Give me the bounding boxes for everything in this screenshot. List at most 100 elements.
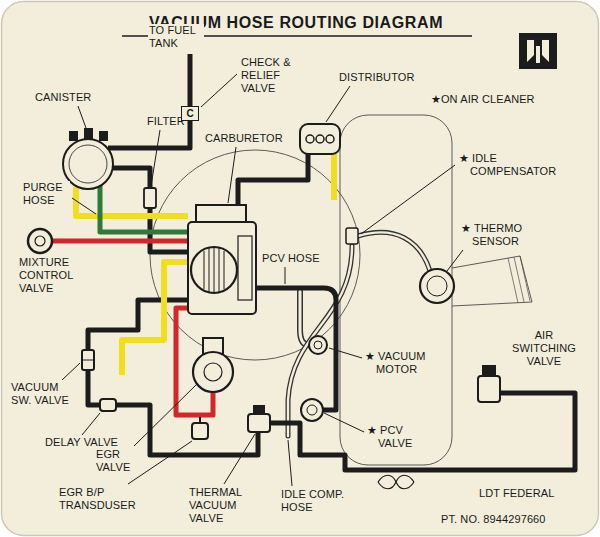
engine-component bbox=[28, 124, 500, 439]
black-vacuum-hose bbox=[88, 54, 575, 470]
black-vacuum-hose bbox=[256, 288, 336, 410]
engine-component bbox=[316, 135, 324, 143]
engine-component bbox=[100, 132, 107, 140]
maker-logo bbox=[519, 33, 557, 69]
engine-outline bbox=[340, 115, 452, 465]
part-label: EGR VALVE bbox=[95, 448, 139, 474]
engine-component bbox=[82, 360, 94, 361]
part-label: PCV HOSE bbox=[261, 252, 321, 265]
engine-outline bbox=[150, 150, 360, 360]
leader-line bbox=[201, 74, 237, 107]
engine-component bbox=[35, 236, 45, 246]
engine-component bbox=[144, 188, 156, 208]
engine-component bbox=[254, 406, 264, 414]
leader-line bbox=[82, 413, 100, 435]
green-vacuum-hose bbox=[100, 186, 188, 232]
leader-line bbox=[72, 198, 96, 214]
maker-logo bbox=[527, 40, 549, 62]
part-label: DISTRIBUTOR bbox=[338, 71, 415, 84]
engine-component bbox=[326, 135, 334, 143]
thin-hose bbox=[288, 246, 352, 436]
engine-component bbox=[70, 132, 77, 140]
engine-component bbox=[248, 414, 270, 432]
valve-letter: C bbox=[186, 109, 193, 119]
engine-component bbox=[191, 247, 237, 293]
leader-line bbox=[324, 413, 364, 432]
engine-component bbox=[427, 276, 447, 296]
yellow-vacuum-hose bbox=[76, 153, 334, 375]
part-label: ★ON AIR CLEANER bbox=[430, 93, 536, 106]
engine-component bbox=[63, 139, 113, 189]
red-vacuum-hose bbox=[52, 239, 188, 244]
part-label: ★ IDLE COMPENSATOR bbox=[458, 152, 558, 178]
engine-component bbox=[192, 423, 208, 439]
part-label: CARBURETOR bbox=[204, 132, 284, 145]
part-label: LDT FEDERAL bbox=[478, 487, 555, 500]
part-label: ★ PCV VALVE bbox=[366, 424, 430, 450]
part-label: FILTER bbox=[146, 115, 186, 128]
green-vacuum-hose bbox=[100, 186, 188, 232]
part-label: CANISTER bbox=[34, 91, 92, 104]
leader-line bbox=[134, 384, 197, 446]
fan-symbol bbox=[378, 475, 414, 489]
engine-component bbox=[82, 350, 94, 370]
part-label: EGR B/P TRANSDUSER bbox=[58, 486, 142, 512]
part-label: AIR SWITCHING VALVE bbox=[506, 329, 582, 369]
part-label: PURGE HOSE bbox=[22, 181, 70, 207]
black-vacuum-hose bbox=[108, 54, 190, 148]
engine-component bbox=[69, 145, 107, 183]
part-label: MIXTURE CONTROL VALVE bbox=[18, 256, 82, 296]
engine-component bbox=[196, 205, 246, 223]
thin-hose bbox=[358, 232, 430, 271]
thin-hose bbox=[358, 232, 430, 271]
leader-line bbox=[78, 106, 86, 128]
engine-component bbox=[204, 363, 222, 381]
engine-component bbox=[100, 399, 116, 411]
black-vacuum-hose bbox=[270, 393, 575, 470]
black-vacuum-hose bbox=[88, 370, 100, 405]
engine-component bbox=[300, 124, 340, 154]
engine-component bbox=[346, 228, 358, 244]
leader-line bbox=[361, 165, 455, 234]
leader-line bbox=[228, 147, 236, 203]
engine-component bbox=[483, 366, 495, 376]
engine-component bbox=[28, 229, 52, 253]
engine-component bbox=[188, 222, 256, 314]
engine-component bbox=[420, 269, 454, 303]
engine-component bbox=[85, 129, 92, 138]
leader-line bbox=[326, 86, 350, 122]
leader-line bbox=[151, 130, 160, 186]
engine-component bbox=[193, 352, 233, 392]
leader-line bbox=[288, 440, 292, 486]
maker-logo bbox=[519, 33, 557, 69]
engine-component bbox=[301, 399, 323, 421]
part-label: ★ VACUUM MOTOR bbox=[364, 350, 448, 376]
engine-component bbox=[204, 247, 224, 293]
leader-line bbox=[224, 434, 255, 484]
fan-symbol bbox=[378, 475, 414, 489]
part-label: ★ THERMO SENSOR bbox=[460, 222, 542, 248]
engine-component bbox=[306, 135, 314, 143]
engine-outline bbox=[452, 256, 532, 306]
thin-hose bbox=[288, 246, 352, 436]
part-label: TO FUEL TANK bbox=[148, 24, 204, 50]
thin-hose bbox=[300, 291, 309, 345]
part-label: THERMAL VACUUM VALVE bbox=[188, 486, 252, 526]
engine-component bbox=[478, 376, 500, 402]
yellow-vacuum-hose bbox=[331, 153, 337, 200]
leader-line bbox=[62, 74, 463, 486]
engine-component bbox=[307, 405, 317, 415]
fan-symbol bbox=[378, 475, 414, 489]
black-vacuum-hose bbox=[238, 153, 308, 205]
leader-line bbox=[285, 267, 286, 284]
leader-line bbox=[329, 348, 362, 358]
maker-logo bbox=[536, 46, 540, 63]
thin-hose bbox=[300, 291, 309, 345]
part-label: PT. NO. 8944297660 bbox=[440, 513, 547, 526]
engine-component bbox=[238, 236, 252, 300]
leader-line bbox=[62, 363, 80, 380]
valve-box: C bbox=[181, 106, 199, 121]
